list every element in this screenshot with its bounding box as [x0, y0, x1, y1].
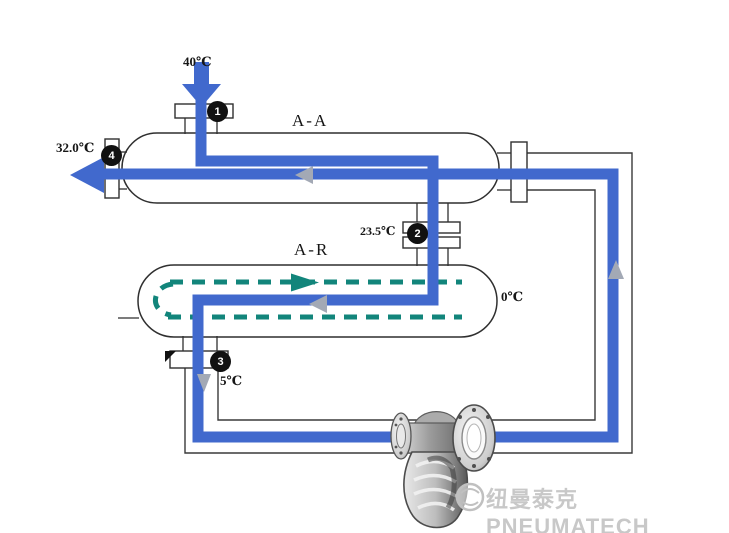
trap-flange-bolts — [457, 408, 491, 468]
marker-3: 3 — [211, 352, 230, 371]
refrigerant-dashed-path — [153, 279, 462, 320]
inlet-arrow-body — [194, 62, 209, 86]
watermark-logo-icon — [455, 482, 485, 512]
temp-label-evaporator: 0℃ — [501, 289, 524, 304]
drain-valve-icon — [165, 351, 176, 362]
refrigerant-flow-arrow-icon — [291, 273, 319, 292]
temp-label-inlet: 40℃ — [183, 54, 212, 69]
vessel-aa-label: A-A — [292, 111, 329, 130]
temp-label-interstage: 23.5℃ — [360, 224, 396, 238]
steam-trap — [390, 404, 496, 529]
flow-arrow-up-icon — [608, 260, 624, 279]
inlet-arrow-icon — [182, 84, 221, 107]
marker-4: 4 — [102, 146, 121, 165]
flow-direction-arrows — [197, 166, 624, 392]
temp-label-outlet: 32.0℃ — [56, 140, 95, 155]
outlet-arrow-icon — [70, 157, 104, 193]
flow-arrow-left-aa-icon — [295, 166, 313, 184]
pipe-outline-inner — [217, 189, 596, 421]
vessel-ar-label: A-R — [294, 240, 330, 259]
air-flow-pipe — [98, 62, 619, 443]
marker-2: 2 — [408, 224, 427, 243]
temp-label-evap-outlet: 5℃ — [220, 373, 243, 388]
watermark-text: 纽曼泰克PNEUMATECH — [486, 487, 650, 533]
pipe-outline-outer — [184, 152, 633, 454]
flow-arrow-down-icon — [197, 374, 211, 392]
marker-1: 1 — [208, 102, 227, 121]
flow-arrow-left-ar-icon — [309, 295, 327, 313]
